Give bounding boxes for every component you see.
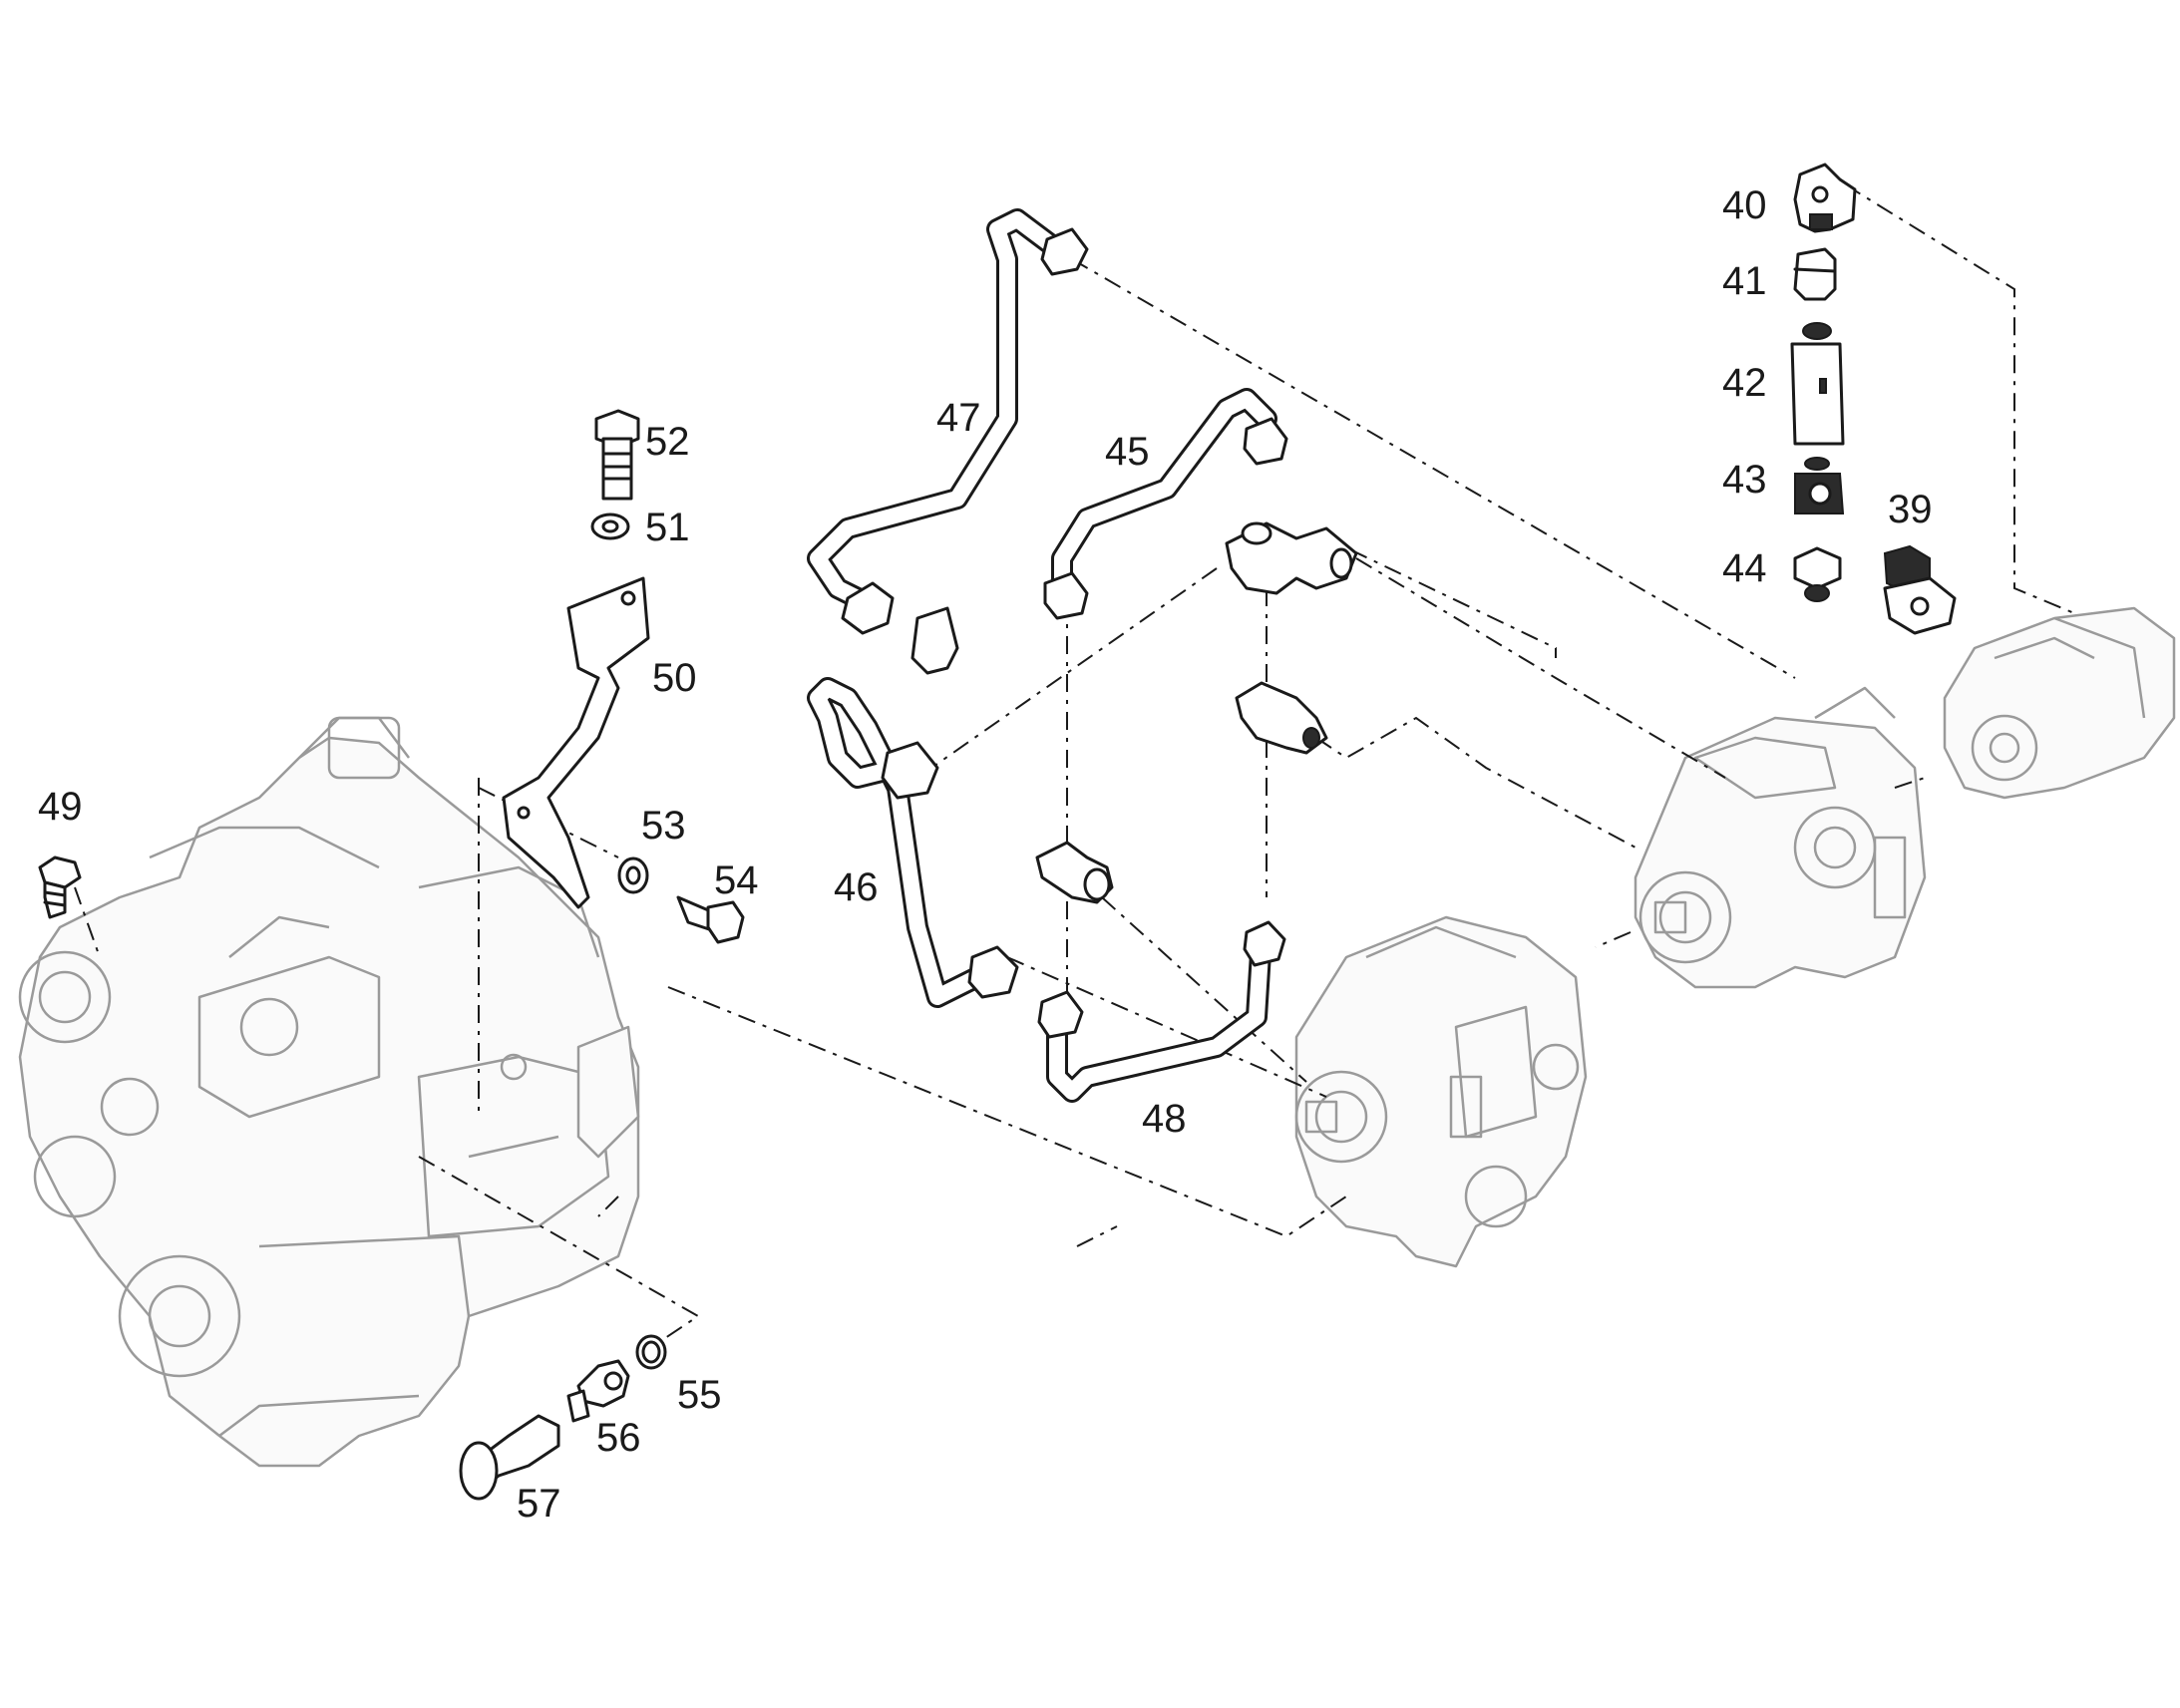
hose-elbow-57 [459, 1414, 560, 1501]
valve-stack [1790, 163, 1957, 635]
callout-39: 39 [1888, 488, 1933, 531]
hose-47 [807, 208, 1089, 675]
pressure-switch [1235, 681, 1328, 755]
callout-46: 46 [834, 865, 879, 909]
hydraulic-pump-front [1294, 915, 1588, 1268]
callout-51: 51 [645, 506, 690, 549]
hose-46 [807, 677, 1019, 1008]
hydraulic-pump-rear [1634, 686, 1927, 989]
washer-53 [617, 856, 649, 894]
hose-48 [1037, 920, 1286, 1103]
gear-pump [1943, 606, 2176, 800]
callout-47: 47 [936, 396, 981, 440]
valve-body-42 [1790, 322, 1845, 446]
callout-52: 52 [645, 420, 690, 464]
bolt-52 [594, 409, 640, 501]
plug-49 [38, 855, 82, 919]
bolt-54 [676, 895, 745, 944]
callout-56: 56 [596, 1416, 641, 1460]
check-valve-43 [1794, 457, 1845, 514]
valve-block-40 [1793, 163, 1857, 233]
callout-48: 48 [1142, 1097, 1187, 1141]
washer-51 [590, 512, 630, 540]
callout-40: 40 [1722, 183, 1767, 227]
flange-39 [1883, 544, 1957, 635]
o-ring-55 [635, 1334, 667, 1370]
engine-assembly [18, 716, 640, 1468]
tee-fitting [1225, 521, 1358, 595]
callout-57: 57 [517, 1482, 561, 1526]
callout-55: 55 [677, 1373, 722, 1417]
elbow-fitting [1035, 841, 1114, 904]
callout-45: 45 [1105, 430, 1150, 474]
callout-43: 43 [1722, 458, 1767, 502]
callout-41: 41 [1722, 259, 1767, 303]
union-41 [1793, 247, 1837, 301]
fitting-44 [1793, 546, 1842, 602]
hose-45 [1043, 388, 1288, 620]
adapter-56 [566, 1359, 630, 1423]
callout-42: 42 [1722, 361, 1767, 405]
callout-54: 54 [714, 858, 759, 902]
callout-49: 49 [38, 785, 83, 829]
mounting-bracket-50 [502, 576, 650, 909]
callout-44: 44 [1722, 546, 1767, 590]
callout-50: 50 [652, 656, 697, 700]
callout-labels: 39 40 41 42 43 44 45 46 47 48 49 50 51 5… [38, 183, 1933, 1526]
callout-53: 53 [641, 804, 686, 848]
